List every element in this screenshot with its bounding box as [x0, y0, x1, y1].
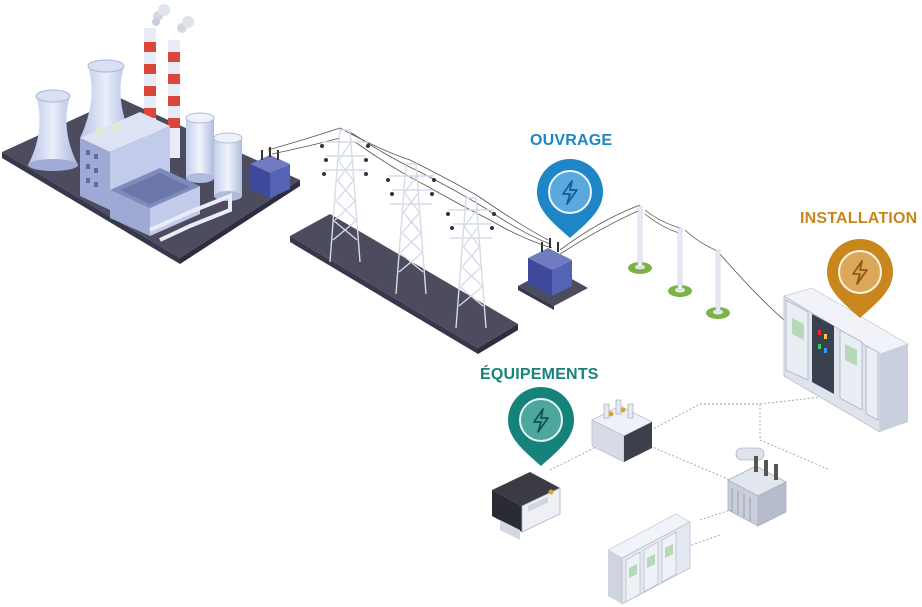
- pin-equipements[interactable]: [508, 387, 574, 466]
- label-installation[interactable]: INSTALLATION: [800, 210, 918, 227]
- pylon-2: [386, 163, 436, 295]
- power-transformer: [727, 447, 787, 527]
- pole-1: [628, 205, 652, 274]
- electrical-cabinet: [783, 287, 909, 433]
- pylon-1: [320, 129, 370, 263]
- energy-meter: [492, 472, 561, 540]
- storage-tank-1: [185, 112, 215, 183]
- pin-installation[interactable]: [827, 239, 893, 318]
- lightning-bolt-icon: [533, 408, 549, 433]
- cooling-tower-right: [80, 59, 132, 138]
- pole-3: [706, 249, 730, 319]
- transformer-small: [591, 399, 653, 463]
- plant-substation: [250, 147, 290, 198]
- power-wires: [267, 127, 791, 326]
- lightning-bolt-icon: [852, 260, 868, 285]
- power-plant: [2, 4, 300, 264]
- lightning-bolt-icon: [562, 180, 578, 205]
- plant-building: [80, 112, 200, 236]
- plant-pipes: [149, 193, 232, 242]
- chimney-right: [168, 16, 194, 158]
- pylon-ground: [290, 214, 518, 348]
- distribution-panel: [607, 513, 691, 605]
- distribution-poles: [628, 205, 730, 319]
- pin-ouvrage[interactable]: [537, 159, 603, 238]
- substation: [518, 238, 588, 310]
- pole-2: [668, 227, 692, 297]
- pylon-3: [446, 197, 496, 329]
- transmission-line: [267, 127, 791, 354]
- label-equipements[interactable]: ÉQUIPEMENTS: [480, 366, 599, 383]
- storage-tank-2: [213, 132, 243, 201]
- label-ouvrage[interactable]: OUVRAGE: [530, 132, 613, 149]
- cooling-tower-left: [28, 89, 78, 171]
